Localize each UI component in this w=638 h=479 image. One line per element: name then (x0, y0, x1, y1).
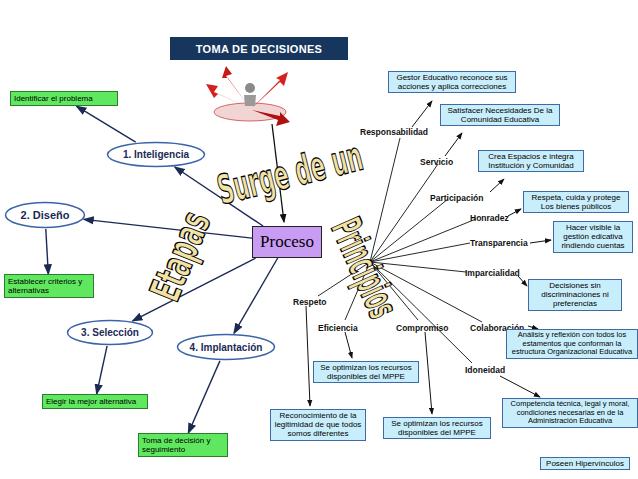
stage-connector (97, 346, 107, 394)
stage-connector (188, 361, 220, 433)
stage-task: Establecer criterios y alternativas (4, 274, 94, 298)
principle-name: Responsabilidad (360, 127, 428, 137)
stage-task: Toma de decisión y seguimiento (138, 433, 228, 457)
decision-illustration (206, 66, 290, 126)
node-text: Hacer visible la gestión edicativa rindi… (557, 223, 629, 251)
principle-name: Transparencia (470, 238, 528, 248)
node-text: Se optimizan los recursos disponibles de… (387, 419, 487, 437)
process-box: Proceso (252, 226, 322, 258)
node-text: Decisiones sin discriminaciones ni prefe… (532, 281, 618, 309)
principle-note: Se optimizan los recursos disponibles de… (383, 417, 491, 439)
wordart-heading: Etapas (140, 204, 220, 307)
principle-note: Competencia técnica, legal y moral, cond… (502, 398, 638, 428)
principle-note: Crea Espacios e integra Institución y Co… (478, 150, 584, 172)
node-text: Competencia técnica, legal y moral, cond… (506, 400, 634, 426)
title-banner: TOMA DE DECISIONES (170, 37, 348, 60)
stage-task: Elegir la mejor alternativa (42, 394, 148, 409)
principle-name: Imparcialidad (465, 268, 520, 278)
principle-name: Servicio (420, 157, 453, 167)
principle-note: Decisiones sin discriminaciones ni prefe… (528, 279, 622, 311)
principle-name: Eficiencia (318, 323, 358, 333)
principle-note: Análisis y reflexión con todos los estam… (506, 329, 638, 359)
principle-note: Respeta, cuida y protege Los bienes públ… (523, 191, 629, 213)
node-text: Crea Espacios e integra Institución y Co… (482, 152, 580, 170)
wordart-heading: Principios (322, 211, 409, 325)
node-text: 3. Selección (81, 327, 139, 338)
node-text: Gestor Educativo reconoce sus acciones y… (392, 73, 512, 91)
stage-connector (76, 106, 135, 142)
node-text: Poseen Hipervínculos (544, 459, 626, 468)
title-text: TOMA DE DECISIONES (196, 43, 322, 55)
stage-ellipse: 1. Inteligencia (106, 141, 206, 168)
principle-name: Honradez (470, 213, 509, 223)
node-text: Se optimizan los recursos disponibles de… (317, 363, 415, 381)
node-text: Toma de decisión y seguimiento (142, 436, 224, 454)
principle-note: Gestor Educativo reconoce sus acciones y… (388, 71, 516, 93)
stage-connector (234, 258, 278, 333)
node-text: Elegir la mejor alternativa (46, 397, 144, 406)
node-text: Reconocimiento de la legitimidad de que … (274, 411, 362, 439)
node-text: Respeta, cuida y protege Los bienes públ… (527, 193, 625, 211)
principle-name: Respeto (293, 297, 327, 307)
principle-name: Participación (430, 193, 483, 203)
principle-name: Compromiso (396, 323, 448, 333)
stage-task: Identificar el problema (10, 91, 118, 106)
node-text: 1. Inteligencia (123, 149, 189, 160)
principle-note: Satisfacer Necesidades De la Comunidad E… (440, 104, 560, 126)
principle-note: Reconocimiento de la legitimidad de que … (270, 409, 366, 441)
stage-ellipse: 2. Diseño (4, 201, 86, 229)
stage-ellipse: 4. Implantación (176, 333, 276, 361)
stage-ellipse: 3. Selección (66, 319, 154, 346)
principle-note: Se optimizan los recursos disponibles de… (313, 361, 419, 383)
hyperlink-note: Poseen Hipervínculos (540, 457, 630, 470)
principle-note: Hacer visible la gestión edicativa rindi… (553, 221, 633, 253)
node-text: 4. Implantación (190, 342, 263, 353)
stage-connector (46, 229, 49, 274)
node-text: Proceso (260, 232, 314, 252)
principle-name: Idoneidad (465, 365, 505, 375)
node-text: Identificar el problema (14, 94, 114, 103)
node-text: Establecer criterios y alternativas (8, 277, 90, 295)
node-text: Análisis y reflexión con todos los estam… (510, 331, 634, 357)
wordart-heading: Surge de un (213, 132, 368, 214)
node-text: Satisfacer Necesidades De la Comunidad E… (444, 106, 556, 124)
node-text: 2. Diseño (21, 209, 70, 221)
